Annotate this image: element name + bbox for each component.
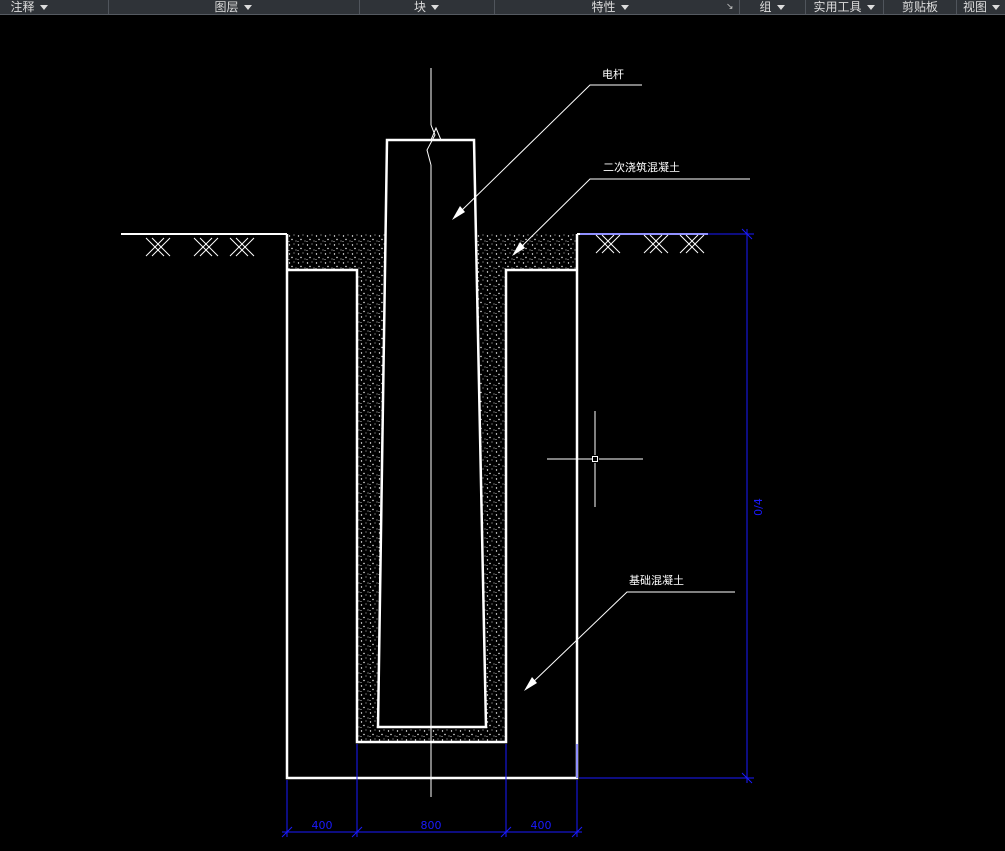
ribbon-panel-annotate[interactable]: 注释	[0, 0, 58, 14]
chevron-down-icon	[992, 4, 1001, 10]
soil-hatch	[145, 234, 705, 257]
drawing-canvas[interactable]: 电杆 二次浇筑混凝土 基础混凝土 0/4 400 800 400	[0, 15, 1005, 851]
panel-separator	[883, 0, 884, 14]
chevron-down-icon	[866, 4, 875, 10]
label-secondary-concrete: 二次浇筑混凝土	[603, 160, 680, 174]
ribbon-panel-layers[interactable]: 图层	[108, 0, 358, 14]
secondary-concrete-hatch	[287, 234, 577, 742]
panel-label: 剪贴板	[901, 0, 938, 14]
ribbon-panel-groups[interactable]: 组	[740, 0, 804, 14]
pole-outline	[376, 138, 488, 729]
panel-separator	[359, 0, 360, 14]
chevron-down-icon	[431, 4, 439, 10]
leader-secondary-concrete	[512, 178, 750, 256]
ribbon-panel-bar: 注释 图层 块 特性 ↘ 组 实用工具 剪贴板 视图	[0, 0, 1005, 15]
ribbon-panel-properties[interactable]: 特性	[494, 0, 726, 14]
dimension-depth	[579, 228, 754, 784]
dimension-depth-text: 0/4	[752, 498, 765, 516]
label-foundation-concrete: 基础混凝土	[629, 573, 684, 587]
dimension-right-width-text: 400	[531, 819, 552, 832]
leader-foundation-concrete	[524, 591, 735, 691]
panel-label: 图层	[214, 0, 239, 14]
panel-separator	[739, 0, 740, 14]
panel-label: 块	[413, 0, 426, 14]
chevron-down-icon	[620, 4, 629, 10]
dimension-widths	[281, 744, 583, 838]
dimension-center-width-text: 800	[421, 819, 442, 832]
panel-label: 特性	[591, 0, 616, 14]
ribbon-panel-utilities[interactable]: 实用工具	[806, 0, 882, 14]
panel-separator	[805, 0, 806, 14]
panel-label: 视图	[963, 0, 988, 14]
leader-pole	[452, 84, 642, 220]
panel-separator	[956, 0, 957, 14]
ribbon-panel-view[interactable]: 视图	[957, 0, 1005, 14]
ribbon-panel-clipboard[interactable]: 剪贴板	[884, 0, 956, 14]
panel-label: 注释	[10, 0, 35, 14]
chevron-down-icon	[39, 4, 48, 10]
panel-label: 组	[759, 0, 772, 14]
ribbon-panel-block[interactable]: 块	[359, 0, 494, 14]
panel-separator	[494, 0, 495, 14]
panel-separator	[108, 0, 109, 14]
pole-centerline	[388, 68, 474, 797]
crosshair-cursor-icon	[547, 411, 643, 507]
dialog-launcher-arrow-icon[interactable]: ↘	[726, 2, 734, 12]
label-pole: 电杆	[602, 67, 624, 81]
chevron-down-icon	[243, 4, 252, 10]
dimension-left-width-text: 400	[312, 819, 333, 832]
chevron-down-icon	[776, 4, 785, 10]
panel-label: 实用工具	[813, 0, 862, 14]
